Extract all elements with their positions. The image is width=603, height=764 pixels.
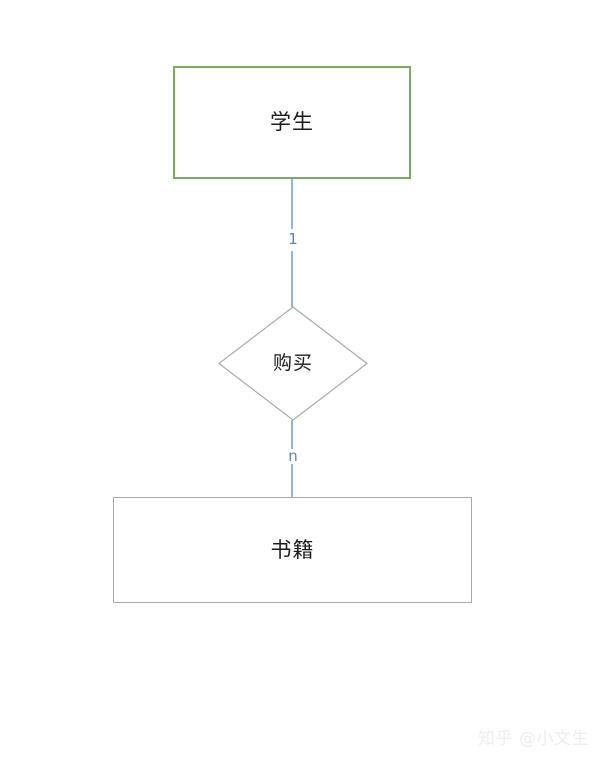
watermark-handle: @小文生	[519, 729, 589, 749]
connector-purchase-to-book-lower	[291, 464, 293, 498]
cardinality-label-one: 1	[288, 230, 298, 248]
connector-student-to-purchase-upper	[291, 179, 293, 229]
watermark-site: 知乎	[478, 729, 513, 749]
cardinality-label-n: n	[288, 447, 298, 465]
diamond-shape-icon	[218, 306, 368, 421]
watermark: 知乎 @小文生	[478, 731, 589, 748]
entity-book[interactable]: 书籍	[113, 497, 472, 603]
entity-student[interactable]: 学生	[173, 66, 411, 179]
relationship-purchase-label: 购买	[272, 352, 313, 374]
entity-book-label: 书籍	[270, 537, 315, 562]
connector-purchase-to-book-upper	[291, 420, 293, 449]
entity-student-label: 学生	[270, 110, 314, 134]
connector-student-to-purchase-lower	[291, 251, 293, 307]
relationship-purchase[interactable]: 购买	[218, 306, 368, 421]
